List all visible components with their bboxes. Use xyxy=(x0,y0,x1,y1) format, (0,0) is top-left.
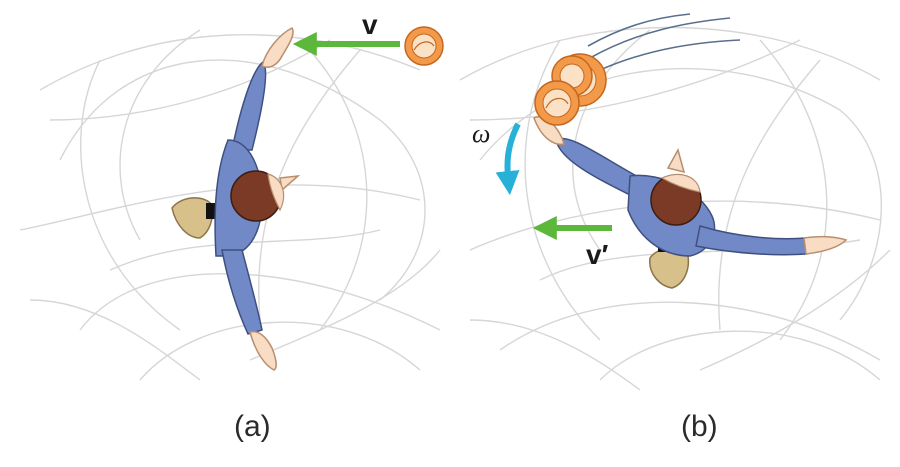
caption-a: (a) xyxy=(234,410,271,443)
nose-b xyxy=(666,148,686,174)
face-a xyxy=(267,173,285,212)
skate-blade-a xyxy=(206,203,216,219)
arm-lower-a xyxy=(221,249,263,335)
arm-upper-a xyxy=(231,60,267,151)
skate-boot-a xyxy=(171,197,214,239)
hand-bottom-a xyxy=(249,330,277,371)
arm-raised-b xyxy=(555,137,641,198)
angular-velocity-label-b: ω xyxy=(472,119,490,148)
ice-scratches xyxy=(19,26,891,391)
velocity-label-b: v′ xyxy=(586,239,609,270)
hand-extended-b xyxy=(803,235,848,255)
face-b xyxy=(660,173,701,193)
arm-extended-b xyxy=(695,225,807,256)
caption-b: (b) xyxy=(681,410,718,443)
rotation-arrow-b xyxy=(495,122,521,196)
velocity-label-a: v xyxy=(362,9,378,40)
hand-top-a xyxy=(261,27,294,68)
skater-b xyxy=(533,115,848,289)
puck-a xyxy=(404,26,444,66)
puck-b xyxy=(534,80,580,126)
motion-lines-b xyxy=(587,13,741,71)
skater-a xyxy=(171,27,301,371)
